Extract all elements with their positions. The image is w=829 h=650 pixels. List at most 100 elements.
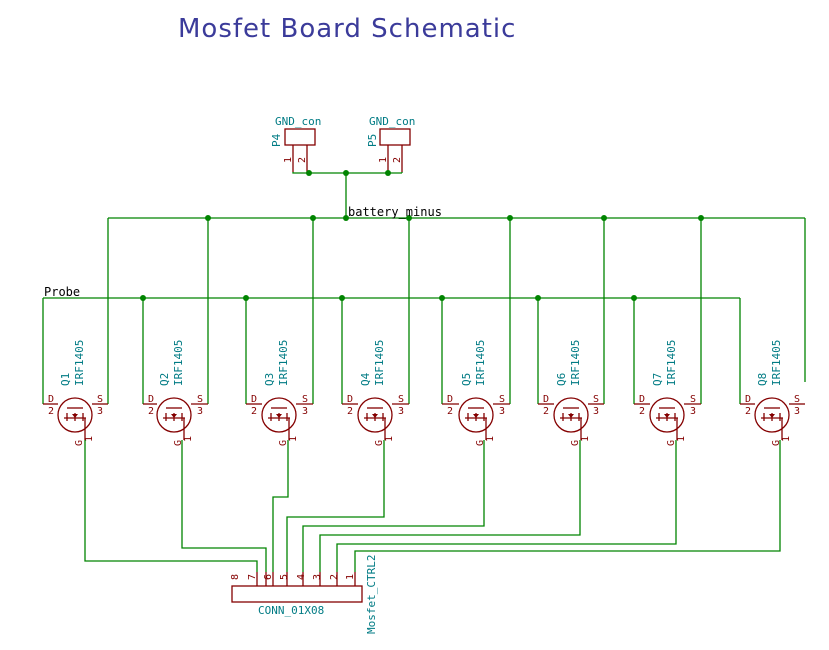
schematic-title: Mosfet Board Schematic [178, 14, 516, 44]
mosfet-q7-pin-3-label: 3 [690, 406, 696, 417]
mosfet-q8-pin-3-label: 3 [794, 406, 800, 417]
p5-pin-2: 2 [392, 157, 403, 163]
mosfet-q7-ref: Q7 [651, 373, 664, 386]
mosfet-q4-gate-label: G [374, 440, 385, 446]
ctrl-pin-5: 5 [279, 574, 290, 580]
mosfet-q5-drain-label: D [447, 394, 453, 405]
mosfet-q6-source-label: S [593, 394, 599, 405]
ctrl-ref: Mosfet_CTRL2 [365, 555, 378, 634]
ctrl-value: CONN_01X08 [258, 604, 324, 617]
mosfet-q8-gate-label: G [771, 440, 782, 446]
mosfet-q1-source-label: S [97, 394, 103, 405]
ctrl-pin-7: 7 [247, 574, 258, 580]
mosfet-q7-pin-1-label: 1 [676, 436, 687, 442]
p4-ref: P4 [270, 133, 283, 147]
probe-net: Probe [42, 285, 741, 404]
p5-value: GND_con [369, 115, 415, 128]
mosfet-q2-pin-2-label: 2 [148, 406, 154, 417]
mosfet-q7-drain-label: D [639, 394, 645, 405]
mosfet-q2-pin-1-label: 1 [183, 436, 194, 442]
mosfet-q3-source-label: S [302, 394, 308, 405]
mosfet-q1-pin-3-label: 3 [97, 406, 103, 417]
mosfet-q1-ref: Q1 [59, 373, 72, 386]
mosfet-q4-source-label: S [398, 394, 404, 405]
mosfet-q5-source-label: S [499, 394, 505, 405]
mosfet-q1-pin-1-label: 1 [84, 436, 95, 442]
mosfet-q4-pin-2-label: 2 [347, 406, 353, 417]
mosfet-q7-pin-2-label: 2 [639, 406, 645, 417]
gate-wiring [84, 440, 781, 572]
mosfet-q2-source-label: S [197, 394, 203, 405]
mosfet-q8-ref: Q8 [756, 373, 769, 386]
mosfet-q3-pin-2-label: 2 [251, 406, 257, 417]
mosfet-q2-drain-label: D [148, 394, 154, 405]
probe-label: Probe [44, 285, 80, 299]
battery-minus-net: battery_minus [107, 205, 806, 404]
mosfet-q4-pin-3-label: 3 [398, 406, 404, 417]
ctrl-pin-3: 3 [312, 574, 323, 580]
mosfet-q4-drain-label: D [347, 394, 353, 405]
gnd-connector-p4: GND_con P4 1 2 [270, 115, 321, 172]
mosfet-q3-gate-label: G [278, 440, 289, 446]
gnd-wiring [292, 170, 403, 218]
p4-value: GND_con [275, 115, 321, 128]
mosfet-q1-value: IRF1405 [73, 340, 86, 386]
mosfet-q1-gate-label: G [74, 440, 85, 446]
mosfet-q2-gate-label: G [173, 440, 184, 446]
mosfet-q2-ref: Q2 [158, 373, 171, 386]
ctrl-pin-6: 6 [263, 574, 274, 580]
mosfet-q8-value: IRF1405 [770, 340, 783, 386]
mosfet-q4-value: IRF1405 [373, 340, 386, 386]
mosfet-q6-ref: Q6 [555, 373, 568, 386]
p4-pin-1: 1 [283, 157, 294, 163]
p5-pin-1: 1 [378, 157, 389, 163]
ctrl-pin-8: 8 [230, 574, 241, 580]
mosfet-q5-ref: Q5 [460, 373, 473, 386]
mosfet-q7-value: IRF1405 [665, 340, 678, 386]
mosfet-q3-ref: Q3 [263, 373, 276, 386]
mosfet-q1-pin-2-label: 2 [48, 406, 54, 417]
ctrl-pin-1: 1 [345, 574, 356, 580]
mosfet-q3-pin-1-label: 1 [288, 436, 299, 442]
mosfet-q6-pin-3-label: 3 [593, 406, 599, 417]
p5-ref: P5 [366, 134, 379, 147]
battery-minus-label: battery_minus [348, 205, 442, 219]
mosfet-q6-pin-2-label: 2 [543, 406, 549, 417]
mosfet-q5-pin-2-label: 2 [447, 406, 453, 417]
mosfet-q8-source-label: S [794, 394, 800, 405]
p4-pin-2: 2 [297, 157, 308, 163]
mosfet-q5-pin-1-label: 1 [485, 436, 496, 442]
ctrl-pin-2: 2 [329, 574, 340, 580]
mosfet-q6-drain-label: D [543, 394, 549, 405]
ctrl-connector: 8 7 6 5 4 3 2 1 CONN_01X08 Mosfet_CTRL2 [230, 555, 378, 634]
mosfet-q5-gate-label: G [475, 440, 486, 446]
mosfet-q8-pin-2-label: 2 [745, 406, 751, 417]
mosfet-q3-pin-3-label: 3 [302, 406, 308, 417]
mosfet-q6-value: IRF1405 [569, 340, 582, 386]
mosfet-q4-pin-1-label: 1 [384, 436, 395, 442]
mosfet-q6-gate-label: G [570, 440, 581, 446]
mosfet-q8-drain-label: D [745, 394, 751, 405]
mosfet-q5-pin-3-label: 3 [499, 406, 505, 417]
mosfet-q5-value: IRF1405 [474, 340, 487, 386]
mosfet-q7-source-label: S [690, 394, 696, 405]
ctrl-pin-4: 4 [296, 574, 307, 580]
mosfet-q8-pin-1-label: 1 [781, 436, 792, 442]
mosfet-q3-value: IRF1405 [277, 340, 290, 386]
mosfet-q2-pin-3-label: 3 [197, 406, 203, 417]
gnd-connector-p5: GND_con P5 1 2 [366, 115, 415, 172]
mosfet-q7-gate-label: G [666, 440, 677, 446]
mosfet-q3-drain-label: D [251, 394, 257, 405]
mosfet-q2-value: IRF1405 [172, 340, 185, 386]
mosfet-q4-ref: Q4 [359, 372, 372, 386]
